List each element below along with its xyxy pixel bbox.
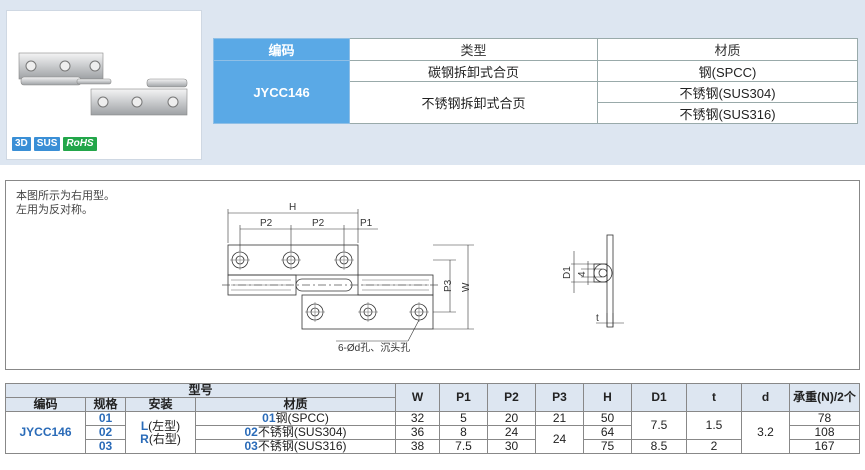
col-header-p3: P3 [535, 383, 584, 412]
col-header-d: d [741, 383, 790, 412]
col-header-p1: P1 [439, 383, 488, 412]
col-header-t: t [686, 383, 742, 412]
d-cell: 3.2 [741, 411, 790, 454]
spec-cell: 01 [85, 411, 126, 426]
product-header-panel: 3D SUS RoHS 编码 类型 材质 JYCC146 碳钢拆卸式合页 钢(S… [0, 0, 865, 165]
orientation-note: 本图所示为右用型。 左用为反对称。 [16, 189, 115, 217]
rohs-badge: RoHS [63, 137, 97, 151]
spec-header-type: 类型 [349, 38, 598, 61]
spec-type-cell: 不锈钢拆卸式合页 [349, 81, 598, 124]
dim-label-t: t [596, 313, 599, 324]
spec-table: 编码 类型 材质 JYCC146 碳钢拆卸式合页 钢(SPCC) 不锈钢拆卸式合… [213, 38, 858, 124]
table-row: 02 02不锈钢(SUS304) 36 8 24 24 64 108 [6, 425, 860, 454]
certification-badges: 3D SUS RoHS [12, 137, 97, 151]
product-photo [6, 10, 202, 160]
h-cell: 50 [583, 411, 632, 426]
p3-cell: 21 [535, 411, 584, 426]
t-cell: 1.5 [686, 411, 742, 440]
col-header-load: 承重(N)/2个 [789, 383, 860, 412]
3d-badge[interactable]: 3D [12, 137, 31, 151]
spec-header-material: 材质 [597, 38, 858, 61]
material-cell: 03不锈钢(SUS316) [195, 439, 396, 454]
col-header-h: H [583, 383, 632, 412]
spec-type-cell: 碳钢拆卸式合页 [349, 60, 598, 82]
note-line: 左用为反对称。 [16, 204, 93, 216]
p2-cell: 24 [487, 425, 536, 440]
dim-label-4: 4 [577, 271, 588, 277]
load-cell: 167 [789, 439, 860, 454]
install-l: L [140, 418, 149, 433]
spec-cell: 03 [85, 439, 126, 454]
spec-header-code: 编码 [213, 38, 350, 61]
h-cell: 75 [583, 439, 632, 454]
sub-header-install: 安装 [125, 397, 196, 412]
p1-cell: 5 [439, 411, 488, 426]
install-cell: L(左型) R(右型) [125, 411, 196, 454]
spec-material-cell: 不锈钢(SUS316) [597, 102, 858, 124]
load-cell: 78 [789, 411, 860, 426]
d1-cell: 7.5 [631, 411, 687, 440]
technical-drawing-panel: 本图所示为右用型。 左用为反对称。 [5, 180, 860, 370]
p1-cell: 7.5 [439, 439, 488, 454]
t-cell: 2 [686, 439, 742, 454]
install-l-text: (左型) [148, 418, 181, 433]
model-table: 型号 W P1 P2 P3 H D1 t d 承重(N)/2个 编码 规格 安装… [5, 383, 860, 454]
hole-spec-label: 6-Ød孔、沉头孔 [338, 341, 410, 354]
table-row: 03 03不锈钢(SUS316) 38 7.5 30 75 8.5 2 167 [6, 439, 860, 454]
p1-cell: 8 [439, 425, 488, 440]
spec-material-cell: 不锈钢(SUS304) [597, 81, 858, 103]
hinge-photo-illustration [18, 52, 188, 116]
w-cell: 32 [395, 411, 440, 426]
d1-cell: 8.5 [631, 439, 687, 454]
sub-header-material: 材质 [195, 397, 396, 412]
model-code-cell: JYCC146 [5, 411, 86, 454]
dim-label-w: W [461, 282, 472, 292]
w-cell: 36 [395, 425, 440, 440]
dim-label-p1: P1 [360, 218, 373, 229]
install-r-text: (右型) [148, 431, 181, 446]
spec-code-cell: JYCC146 [213, 60, 350, 124]
load-cell: 108 [789, 425, 860, 440]
sus-badge: SUS [33, 137, 61, 151]
note-line: 本图所示为右用型。 [16, 190, 115, 202]
col-header-p2: P2 [487, 383, 536, 412]
dim-label-h: H [289, 202, 296, 213]
sub-header-spec: 规格 [85, 397, 126, 412]
hinge-dimension-drawing: H P2 P2 P1 P3 W D1 4 t 6-Ød孔、沉头孔 [222, 202, 624, 354]
col-header-d1: D1 [631, 383, 687, 412]
material-cell: 01钢(SPCC) [195, 411, 396, 426]
material-cell: 02不锈钢(SUS304) [195, 425, 396, 440]
table-row: JYCC146 01 L(左型) R(右型) 01钢(SPCC) 32 5 20… [5, 411, 860, 454]
dim-label-p3: P3 [443, 279, 454, 292]
dim-label-p2: P2 [260, 218, 273, 229]
w-cell: 38 [395, 439, 440, 454]
p2-cell: 20 [487, 411, 536, 426]
h-cell: 64 [583, 425, 632, 440]
dim-label-p2: P2 [312, 218, 325, 229]
p2-cell: 30 [487, 439, 536, 454]
spec-material-cell: 钢(SPCC) [597, 60, 858, 82]
col-header-w: W [395, 383, 440, 412]
p3-cell: 24 [535, 425, 584, 454]
sub-header-code: 编码 [5, 397, 86, 412]
dim-label-d1: D1 [562, 266, 573, 279]
install-r: R [140, 431, 149, 446]
spec-cell: 02 [85, 425, 126, 440]
model-group-header: 型号 [5, 383, 396, 398]
